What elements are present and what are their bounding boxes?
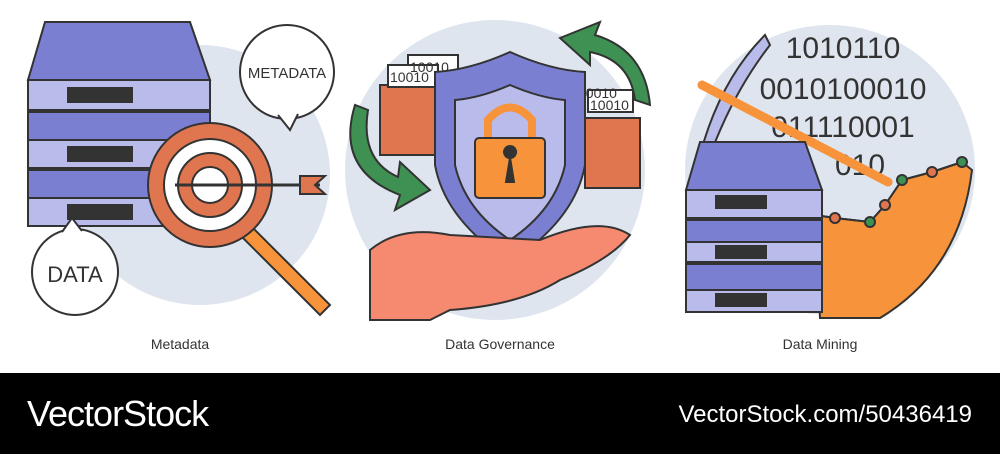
- watermark-band: VectorStock VectorStock.com/50436419: [0, 373, 1000, 454]
- binary-line: 0010100010: [760, 73, 927, 106]
- data-bubble-label: DATA: [47, 262, 103, 287]
- paper-label: 10010: [590, 97, 629, 113]
- metadata-bubble: [239, 24, 335, 132]
- hand-icon: [369, 225, 632, 321]
- server-stack: [684, 141, 824, 313]
- target-magnifier-icon: [147, 122, 328, 248]
- metadata-bubble-label: METADATA: [248, 65, 326, 82]
- pickaxe-icon: [697, 33, 893, 187]
- watermark-brand: VectorStock: [27, 393, 209, 434]
- watermark-reference: VectorStock.com/50436419: [678, 401, 972, 428]
- lock-icon: [474, 103, 546, 199]
- paper-label: 10010: [578, 85, 617, 101]
- paper-label: 10010: [390, 69, 429, 85]
- data-bubble: [31, 216, 119, 316]
- caption-metadata: Metadata: [150, 336, 210, 352]
- caption-data-mining: Data Mining: [782, 336, 858, 352]
- caption-data-governance: Data Governance: [445, 336, 555, 352]
- growth-chart: [813, 156, 974, 319]
- binary-line: 1010110: [786, 32, 901, 65]
- illustration: METADATA DATA 10010 10010 10010 10010: [26, 20, 975, 321]
- green-arrow-icon: [349, 20, 652, 213]
